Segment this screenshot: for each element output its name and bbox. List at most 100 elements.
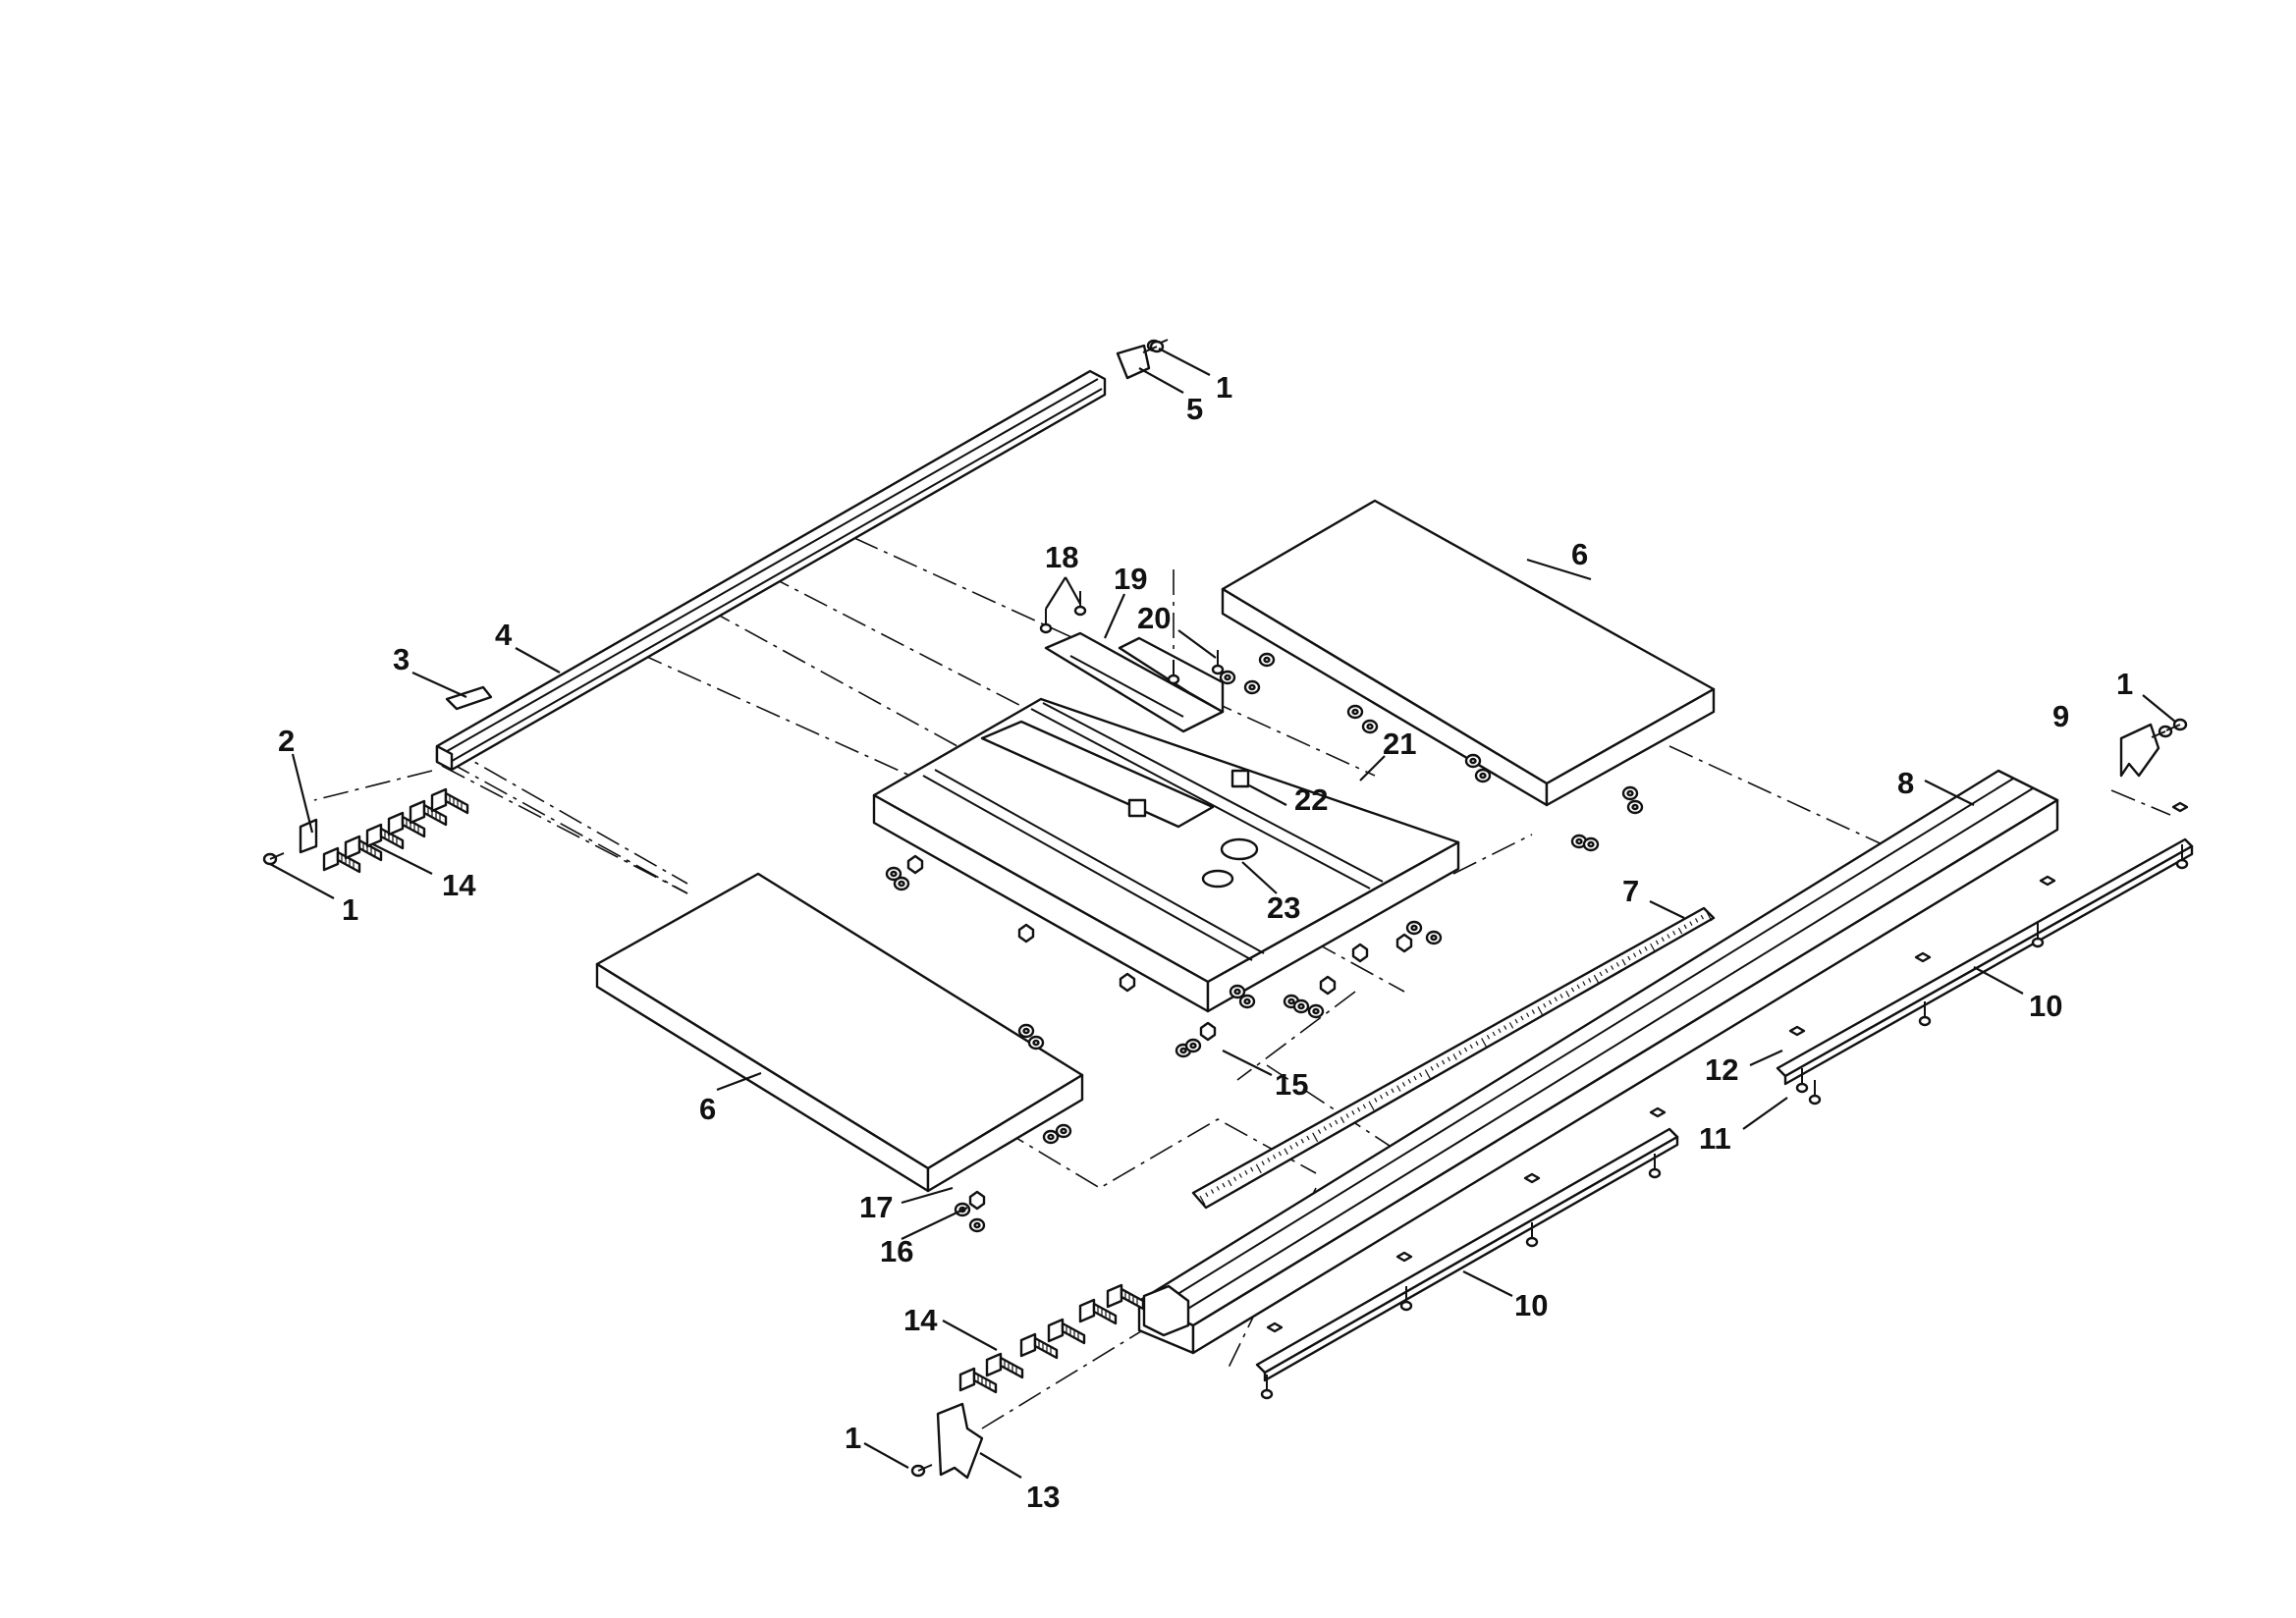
screw-head	[1795, 1082, 1809, 1094]
square-nut	[2039, 875, 2056, 887]
scale-tick	[1345, 1113, 1349, 1118]
screw	[1808, 1080, 1822, 1106]
bolt-shank	[444, 791, 469, 815]
washer-hole	[1060, 1127, 1067, 1135]
scale-tick	[1677, 927, 1683, 935]
scale-tick	[1339, 1116, 1345, 1124]
leader-line	[1222, 1050, 1273, 1076]
scale-tick	[1689, 921, 1693, 926]
scale-tick	[1261, 1160, 1265, 1165]
scale-tick	[1210, 1189, 1215, 1194]
leader-line	[1138, 367, 1184, 394]
screw	[2175, 844, 2189, 870]
washer	[1017, 1023, 1035, 1039]
scale-tick	[1475, 1041, 1479, 1046]
washer	[968, 1217, 986, 1233]
scale-tick	[1503, 1025, 1507, 1030]
callout-21: 21	[1383, 727, 1416, 761]
front-rail-bottom	[1191, 798, 2059, 1355]
scale-tick	[1419, 1072, 1423, 1078]
screw	[1142, 340, 1165, 353]
scale-tick	[1593, 974, 1600, 985]
scale-tick	[1531, 1009, 1535, 1014]
scale-tick	[1667, 934, 1670, 939]
bracket-plate	[936, 1402, 984, 1480]
callout-14-left: 14	[442, 868, 476, 902]
washer	[893, 876, 910, 891]
leader-line	[1241, 861, 1278, 894]
miter-slot	[1030, 708, 1371, 890]
extension-wing-left	[595, 872, 1084, 1193]
carriage-bolt	[1078, 1298, 1118, 1325]
scale-tick	[1559, 994, 1563, 998]
scale-tick	[1644, 946, 1648, 951]
washer	[1258, 652, 1276, 668]
scale-tick	[1294, 1142, 1299, 1147]
washer-hole	[1366, 723, 1374, 730]
nut-body	[906, 854, 924, 875]
leader-line	[863, 1442, 909, 1469]
carriage-bolt	[322, 846, 361, 874]
washer	[1626, 799, 1644, 815]
scale-tick	[1537, 1006, 1544, 1016]
screw	[1073, 591, 1087, 617]
washer	[1425, 930, 1443, 945]
screw-head	[1808, 1094, 1822, 1106]
bolt-head	[409, 799, 426, 825]
rear-rail	[435, 369, 1107, 772]
carriage-bolt	[430, 787, 469, 815]
leader-line	[1158, 348, 1211, 376]
screw	[1648, 1154, 1662, 1179]
square-nut	[1788, 1025, 1806, 1037]
center-line	[446, 745, 688, 885]
scale-tick	[1250, 1166, 1254, 1172]
scale-tick	[1357, 1106, 1361, 1112]
leader-lines	[269, 348, 2176, 1479]
carriage-bolt	[344, 835, 383, 862]
scale-tick	[1323, 1126, 1327, 1131]
scale-tick	[1396, 1085, 1401, 1092]
table-top-right-face	[1206, 840, 1460, 1013]
scale-tick	[1430, 1066, 1434, 1071]
scale-tick	[1413, 1075, 1417, 1081]
callout-4: 4	[495, 618, 513, 652]
center-line	[1452, 834, 1533, 875]
rear-rail-groove	[446, 388, 1103, 765]
bolt-head	[387, 811, 405, 836]
leader-line	[515, 647, 561, 674]
nut-body	[968, 1190, 986, 1211]
carriage-bolt	[1019, 1332, 1059, 1360]
lower-rail-bar	[1263, 1135, 1679, 1382]
scale-tick	[1442, 1059, 1446, 1065]
scale-tick	[1267, 1158, 1271, 1162]
washer-hole	[1297, 1002, 1305, 1010]
washer-hole	[898, 880, 905, 888]
callout-2: 2	[278, 724, 295, 758]
hex-nut	[968, 1190, 986, 1211]
scale-tick	[1205, 1192, 1209, 1198]
miter-slot	[922, 775, 1253, 961]
callout-3: 3	[393, 642, 410, 676]
rail-end-bracket-bottom	[936, 1402, 984, 1480]
callout-1-bottom: 1	[845, 1421, 861, 1455]
clip-plate	[299, 818, 318, 854]
bolt-head	[1106, 1283, 1123, 1309]
scale-tick	[1391, 1088, 1394, 1094]
scale-tick	[1683, 924, 1687, 930]
scale-tick	[1312, 1132, 1319, 1143]
washer-hole	[1575, 837, 1583, 845]
scale-tick	[1238, 1173, 1242, 1178]
scale-tick	[1700, 914, 1704, 920]
scale-tick	[1222, 1182, 1226, 1188]
washer	[1474, 768, 1492, 783]
wing-side-face	[926, 1073, 1084, 1193]
screw	[2165, 718, 2188, 731]
scale-tick	[1452, 1053, 1457, 1060]
screw	[1795, 1068, 1809, 1094]
bolt-head	[985, 1352, 1003, 1377]
screw-head	[1167, 674, 1180, 685]
screw-head	[1039, 622, 1053, 634]
rail-end-bracket-right	[2119, 723, 2160, 778]
front-rail-groove	[1153, 778, 2014, 1310]
scale-tick	[1244, 1170, 1248, 1175]
